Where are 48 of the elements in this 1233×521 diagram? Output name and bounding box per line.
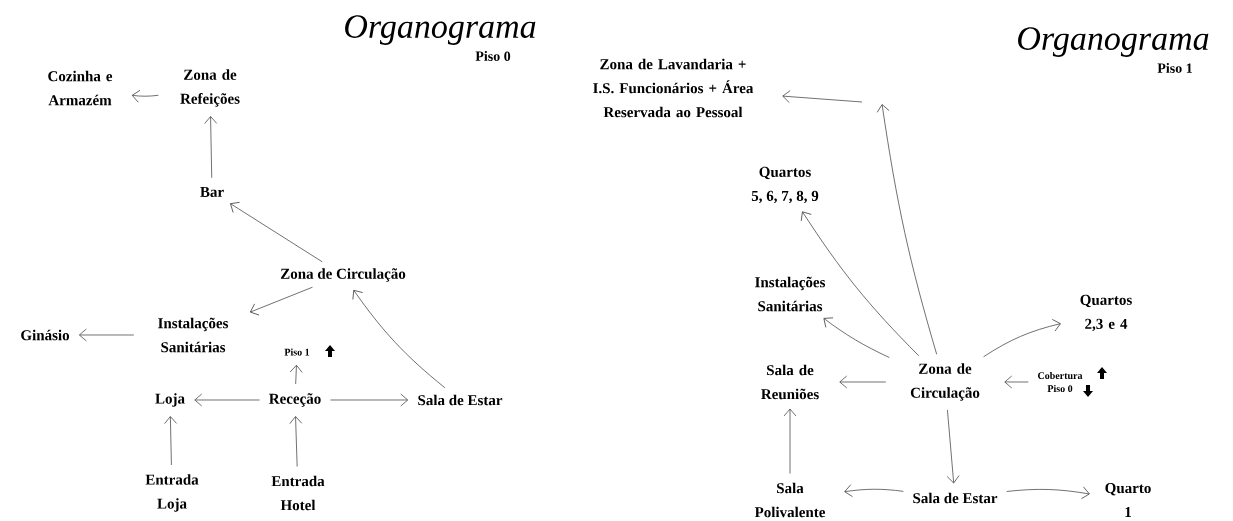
arrow	[330, 393, 409, 407]
space-label: Sala de Reuniões	[761, 364, 819, 400]
space-label: Ginásio	[21, 329, 70, 341]
space-label: Piso 1	[284, 348, 310, 356]
arrow	[289, 416, 303, 467]
floor-label: Piso 0	[475, 51, 511, 61]
arrow	[876, 104, 938, 355]
space-label: Sala de Estar	[913, 492, 998, 504]
space-label: Bar	[200, 187, 224, 197]
arrow	[204, 116, 218, 179]
space-label: Cobertura Piso 0	[1038, 371, 1083, 392]
space-label: Zona de Circulação	[280, 268, 406, 282]
title: Organograma	[1018, 27, 1209, 57]
arrow	[823, 317, 890, 358]
arrow	[79, 328, 135, 342]
arrow	[249, 286, 313, 316]
arrow	[782, 90, 863, 103]
space-label: Entrada Loja	[145, 474, 199, 512]
arrow	[289, 364, 303, 385]
space-label: Entrada Hotel	[271, 475, 325, 511]
space-label: Cozinha e Armazém	[48, 70, 113, 106]
arrow	[230, 202, 323, 263]
space-label: Loja	[155, 393, 185, 407]
arrow	[839, 375, 887, 389]
arrow	[131, 90, 159, 103]
arrow	[194, 393, 260, 407]
arrow	[800, 211, 920, 357]
title: Organograma	[345, 15, 536, 45]
space-label: Quarto 1	[1105, 483, 1151, 517]
space-label: Zona de Lavandaria + I.S. Funcionários + Área Reservada ao Pessoal	[593, 58, 754, 118]
arrow	[1004, 375, 1029, 389]
space-label: Quartos 5, 6, 7, 8, 9	[751, 166, 819, 204]
floor-label: Piso 1	[1157, 63, 1192, 73]
arrow	[844, 484, 904, 497]
space-label: Zona de Circulação	[910, 363, 980, 401]
arrow	[352, 289, 446, 389]
arrow	[783, 408, 797, 474]
space-label: Instalações Sanitárias	[158, 317, 229, 353]
space-label: Receção	[269, 393, 321, 407]
space-label: Zona de Refeições	[180, 69, 240, 107]
arrow	[1006, 486, 1090, 500]
space-label: Instalações Sanitárias	[755, 276, 826, 312]
arrow	[946, 409, 960, 484]
space-label: Sala de Estar	[418, 394, 503, 406]
space-label: Quartos 2,3 e 4	[1080, 294, 1132, 332]
arrow	[164, 416, 177, 466]
arrow	[983, 319, 1061, 358]
space-label: Sala Polivalente	[754, 482, 826, 518]
